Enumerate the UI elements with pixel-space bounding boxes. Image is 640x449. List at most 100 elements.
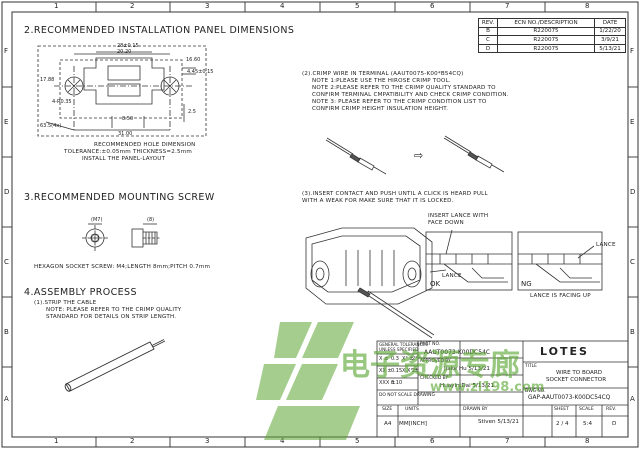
date-cell: 3/9/21 [594, 35, 626, 45]
date-cell: 5/13/21 [594, 43, 626, 54]
dim-label: 8.50 [122, 116, 134, 122]
col-label-4: 4 [280, 2, 285, 10]
tolerance-cell: 2° [412, 356, 418, 362]
revision-table: REV. ECN NO./DESCRIPTION DATE B R220075 … [478, 18, 626, 54]
col-label-5-bottom: 5 [355, 437, 360, 445]
part-no-label: PART NO. [420, 342, 441, 347]
company-logo: LOTES [540, 345, 589, 358]
ok-label: OK [430, 280, 441, 288]
row-label-c: C [4, 258, 9, 266]
section2-title: 2.RECOMMENDED INSTALLATION PANEL DIMENSI… [24, 25, 295, 36]
col-label-6: 6 [430, 2, 435, 10]
dim-label: 28±0.15 [117, 43, 139, 49]
connector-drawing [305, 227, 603, 339]
tolerance-cell: X ± [379, 356, 389, 362]
col-label-1: 1 [54, 2, 59, 10]
tolerance-cell: XX ± [379, 368, 392, 374]
row-label-b-right: B [630, 328, 635, 336]
dwg-label: DWG NO. [525, 389, 546, 394]
units-value: MM[INCH] [399, 421, 427, 427]
table-row: C R220075 3/9/21 [478, 35, 626, 45]
ecn-cell: R220075 [497, 43, 595, 54]
col-label-5: 5 [355, 2, 360, 10]
strip-step-text: (1).STRIP THE CABLE [34, 300, 97, 306]
lance-ng-label: LANCE [596, 242, 616, 248]
watermark-logo-icon [256, 322, 360, 440]
col-label-2: 2 [130, 2, 135, 10]
part-no-value: AAUT0073-K00DC54C [424, 349, 491, 356]
col-label-3: 3 [205, 2, 210, 10]
table-row: B R220075 1/22/20 [478, 26, 626, 37]
tolerance-cell: XXX ± [379, 380, 396, 386]
row-label-e: E [4, 118, 9, 126]
row-label-e-right: E [630, 118, 635, 126]
approved-label: APPROVED BY [420, 359, 451, 364]
checked-value: Huayin.Dai 5/13/21 [440, 383, 494, 389]
rev-cell: C [478, 35, 498, 45]
drawn-label: DRAWN BY [463, 407, 488, 412]
crimp-step-text: NOTE 2:PLEASE REFER TO THE CRIMP QUALITY… [312, 85, 496, 91]
sheet-label: SHEET [554, 407, 569, 412]
size-value: A4 [384, 421, 392, 427]
dim-label: 4.45±0.15 [187, 69, 214, 75]
dim-label: 16.60 [186, 57, 201, 63]
checked-label: CHECKED BY [420, 376, 449, 381]
crimp-step-text: (2).CRIMP WIRE IN TERMINAL (AAUT0075-K00… [302, 71, 464, 77]
rev-cell: B [478, 26, 498, 37]
crimp-step-text: NOTE 1:PLEASE USE THE HIROSE CRIMP TOOL. [312, 78, 451, 84]
row-label-a-right: A [630, 395, 635, 403]
col-label-6-bottom: 6 [430, 437, 435, 445]
dim-label: 20.20 [117, 49, 132, 55]
tolerance-cell: X.X° ± [402, 368, 419, 374]
screw-drawing [82, 223, 160, 251]
size-label: SIZE [382, 407, 393, 412]
unless-specified-label: UNLESS SPECIFIED [379, 347, 419, 352]
title-block-grid [376, 340, 629, 438]
crimp-wire-drawing [325, 135, 505, 175]
dwg-value: GAP-AAUT0073-K00DC54CQ [528, 395, 611, 401]
row-label-b: B [4, 328, 9, 336]
rev-value: D [612, 421, 617, 427]
col-label-3-bottom: 3 [205, 437, 210, 445]
lance-ok-label: LANCE [442, 273, 462, 279]
panel-cutout-drawing [37, 45, 207, 137]
col-label-1-bottom: 1 [54, 437, 59, 445]
row-label-f-right: F [630, 47, 635, 55]
col-label-8-bottom: 8 [585, 437, 590, 445]
insert-lance-label: INSERT LANCE WITH [428, 213, 489, 219]
insert-step-text: WITH A WEAK FOR MAKE SURE THAT IT IS LOC… [302, 198, 454, 204]
screw-caption: HEXAGON SOCKET SCREW: M4;LENGTH 8mm;PITC… [34, 264, 211, 270]
lance-up-label: LANCE IS FACING UP [530, 293, 591, 299]
section3-title: 3.RECOMMENDED MOUNTING SCREW [24, 192, 215, 203]
ecn-cell: R220075 [497, 35, 595, 45]
dim-label: (8) [147, 217, 155, 223]
ng-label: NG [521, 280, 532, 288]
table-row: D R220075 5/13/21 [478, 43, 626, 54]
title-value: WIRE TO BOARD [556, 370, 603, 376]
row-label-f: F [4, 47, 9, 55]
revision-header-row: REV. ECN NO./DESCRIPTION DATE [478, 18, 626, 28]
col-label-4-bottom: 4 [280, 437, 285, 445]
ecn-cell: R220075 [497, 26, 595, 37]
panel-caption: TOLERANCE:±0.05mm THICKNESS=2.5mm [64, 149, 193, 155]
title-label: TITLE [525, 364, 537, 369]
crimp-step-text: NOTE 3: PLEASE REFER TO THE CRIMP CONDIT… [312, 99, 487, 105]
col-label-8: 8 [585, 2, 590, 10]
watermark-text: 电子资源专廊 [340, 348, 520, 383]
units-label: UNITS [405, 407, 419, 412]
col-label-7-bottom: 7 [505, 437, 510, 445]
rev-label: REV. [606, 407, 617, 412]
date-header: DATE [594, 18, 626, 28]
strip-step-text: NOTE: PLEASE REFER TO THE CRIMP QUALITY [46, 307, 182, 313]
tolerance-cell: X° ± [402, 356, 414, 362]
cable-drawing [64, 339, 166, 392]
panel-caption: INSTALL THE PANEL-LAYOUT [82, 156, 166, 162]
sheet-value: 2 / 4 [556, 421, 569, 427]
watermark-url: www.zl198.com [430, 380, 545, 395]
date-cell: 1/22/20 [594, 26, 626, 37]
approved-value: Jiake Hu 5/13/21 [444, 366, 490, 372]
tolerance-cell: 0.3 [391, 356, 399, 362]
tolerance-cell: 0.10 [391, 380, 403, 386]
crimp-step-text: CONFIRM TERMINAL CMPATIBILITY AND CHECK … [312, 92, 509, 98]
